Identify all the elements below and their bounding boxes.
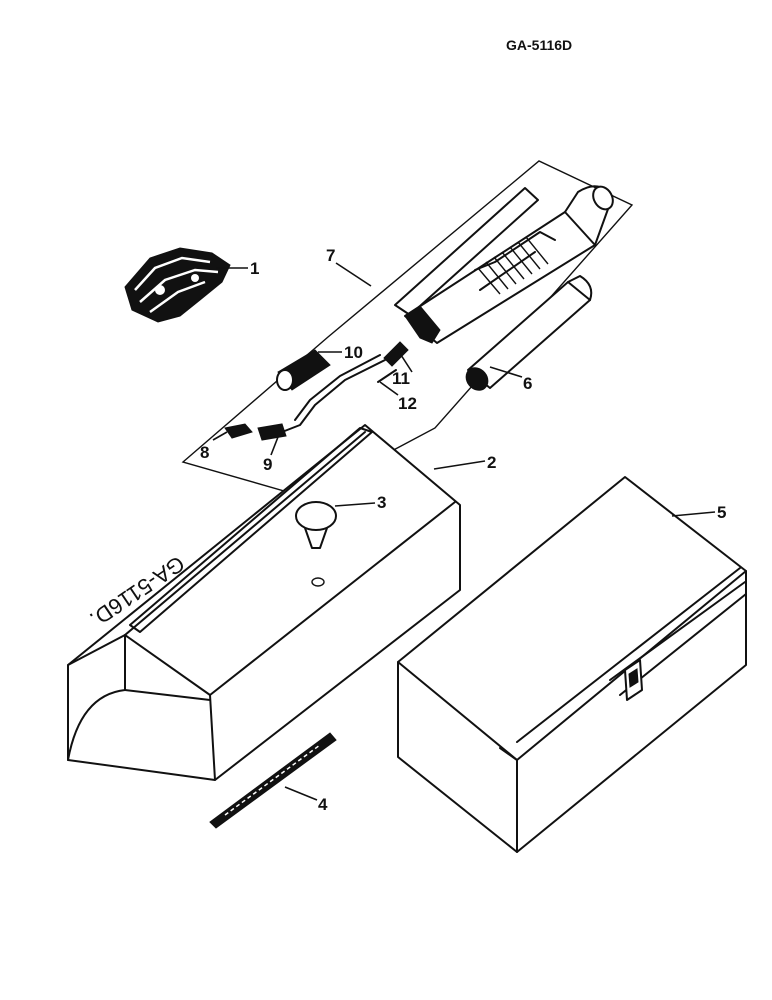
hose-part (281, 359, 386, 433)
callout-5: 5 (717, 503, 726, 522)
pin-part (377, 369, 397, 383)
callout-8: 8 (200, 443, 209, 462)
callout-1: 1 (250, 259, 259, 278)
grease-gun-barrel (404, 185, 614, 344)
fitting-part (224, 423, 253, 439)
callout-7: 7 (326, 246, 335, 265)
grease-gun-handle (394, 187, 539, 316)
filler-cap-part (295, 501, 337, 587)
grease-cartridge-part (465, 275, 593, 391)
coupler-part (383, 341, 409, 367)
tool-chest (397, 476, 747, 853)
callout-9: 9 (263, 455, 272, 474)
callout-4: 4 (318, 795, 328, 814)
callout-10: 10 (344, 343, 363, 362)
adapter-part (276, 349, 331, 391)
callout-11: 11 (392, 369, 410, 388)
drawing-number: GA-5116D (506, 37, 572, 53)
callout-12: 12 (398, 394, 417, 413)
grease-gun-kit (181, 160, 634, 498)
callout-6: 6 (523, 374, 532, 393)
callout-2: 2 (487, 453, 496, 472)
strap-part (209, 732, 337, 829)
callout-3: 3 (377, 493, 386, 512)
chest-latch (624, 659, 643, 701)
tool-roll-part (124, 247, 231, 323)
callouts: 1 2 3 4 5 6 7 8 9 10 11 12 (200, 246, 726, 814)
